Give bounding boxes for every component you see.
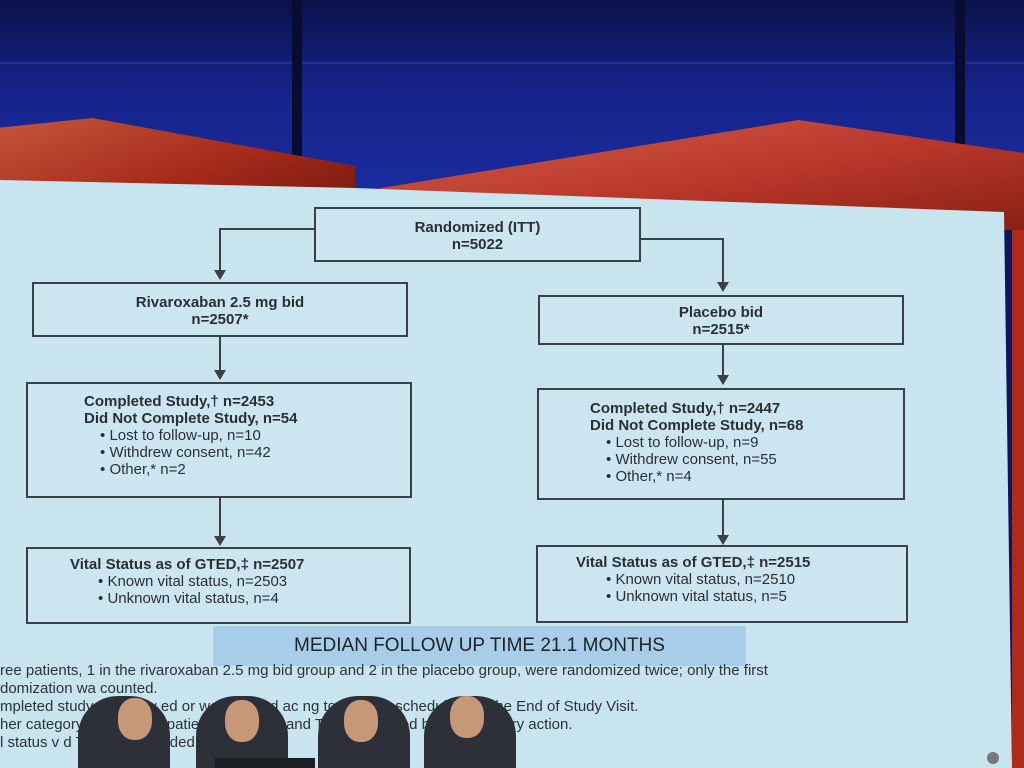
list-item: • Lost to follow-up, n=9	[590, 434, 903, 451]
arrow-down-icon	[214, 370, 226, 380]
placebo-arm-box: Placebo bid n=2515*	[538, 295, 904, 345]
item-text: Unknown vital status, n=5	[615, 588, 787, 605]
item-text: Lost to follow-up, n=9	[615, 434, 759, 451]
item-text: Known vital status, n=2510	[615, 571, 796, 588]
list-item: • Known vital status, n=2510	[576, 571, 906, 588]
bullet-icon: •	[606, 451, 612, 468]
bullet-icon: •	[100, 461, 106, 478]
screen-dot	[987, 752, 999, 764]
placebo-completion-box: Completed Study,† n=2447 Did Not Complet…	[537, 388, 905, 500]
connector	[722, 238, 724, 284]
list-item: • Lost to follow-up, n=10	[84, 427, 410, 444]
list-item: • Withdrew consent, n=42	[84, 444, 410, 461]
placebo-not-completed: Did Not Complete Study, n=68	[590, 417, 804, 434]
bullet-icon: •	[98, 573, 104, 590]
rivaroxaban-completion-box: Completed Study,† n=2453 Did Not Complet…	[26, 382, 412, 498]
list-item: • Other,* n=2	[84, 461, 410, 478]
panelist-head	[225, 700, 259, 742]
rivaroxaban-vital-status-box: Vital Status as of GTED,‡ n=2507 • Known…	[26, 547, 411, 624]
connector	[722, 345, 724, 375]
stage-light-strip	[0, 62, 1024, 64]
item-text: Withdrew consent, n=42	[109, 444, 271, 461]
laptop	[215, 758, 315, 768]
list-item: • Other,* n=4	[590, 468, 903, 485]
connector	[641, 238, 724, 240]
item-text: Lost to follow-up, n=10	[109, 427, 261, 444]
panelist-head	[118, 698, 152, 740]
placebo-vital-status-box: Vital Status as of GTED,‡ n=2515 • Known…	[536, 545, 908, 623]
arrow-down-icon	[717, 282, 729, 292]
connector	[219, 228, 221, 272]
arrow-down-icon	[214, 536, 226, 546]
bullet-icon: •	[606, 434, 612, 451]
rivaroxaban-completed: Completed Study,† n=2453	[84, 393, 275, 410]
rivaroxaban-not-completed: Did Not Complete Study, n=54	[84, 410, 298, 427]
list-item: • Known vital status, n=2503	[70, 573, 409, 590]
bullet-icon: •	[606, 571, 612, 588]
follow-up-banner: MEDIAN FOLLOW UP TIME 21.1 MONTHS	[213, 626, 746, 666]
panelist-head	[344, 700, 378, 742]
item-text: Withdrew consent, n=55	[615, 451, 777, 468]
stage-pillar	[292, 0, 302, 160]
panelist-head	[450, 696, 484, 738]
arrow-down-icon	[717, 375, 729, 385]
placebo-arm-title: Placebo bid	[678, 304, 764, 321]
rivaroxaban-arm-title: Rivaroxaban 2.5 mg bid	[135, 294, 305, 311]
bullet-icon: •	[606, 468, 612, 485]
rivaroxaban-arm-box: Rivaroxaban 2.5 mg bid n=2507*	[32, 282, 408, 337]
connector	[722, 500, 724, 535]
arrow-down-icon	[717, 535, 729, 545]
randomized-title: Randomized (ITT)	[414, 219, 541, 236]
stage-pillar	[955, 0, 965, 160]
connector	[219, 498, 221, 536]
randomized-box: Randomized (ITT) n=5022	[314, 207, 641, 262]
footnote-line: ree patients, 1 in the rivaroxaban 2.5 m…	[0, 662, 768, 679]
footnote-line: domization wa counted.	[0, 680, 158, 697]
list-item: • Unknown vital status, n=5	[576, 588, 906, 605]
rivaroxaban-vital-title: Vital Status as of GTED,‡ n=2507	[70, 556, 305, 573]
rivaroxaban-arm-count: n=2507*	[191, 311, 249, 328]
bullet-icon: •	[100, 427, 106, 444]
bullet-icon: •	[98, 590, 104, 607]
stage-red-edge	[1012, 230, 1024, 768]
randomized-count: n=5022	[451, 236, 504, 253]
connector	[219, 337, 221, 370]
list-item: • Withdrew consent, n=55	[590, 451, 903, 468]
connector	[220, 228, 314, 230]
bullet-icon: •	[100, 444, 106, 461]
list-item: • Unknown vital status, n=4	[70, 590, 409, 607]
placebo-completed: Completed Study,† n=2447	[590, 400, 781, 417]
placebo-arm-count: n=2515*	[692, 321, 750, 338]
item-text: Other,* n=2	[109, 461, 186, 478]
arrow-down-icon	[214, 270, 226, 280]
item-text: Known vital status, n=2503	[107, 573, 288, 590]
item-text: Unknown vital status, n=4	[107, 590, 279, 607]
placebo-vital-title: Vital Status as of GTED,‡ n=2515	[576, 554, 811, 571]
item-text: Other,* n=4	[615, 468, 692, 485]
bullet-icon: •	[606, 588, 612, 605]
